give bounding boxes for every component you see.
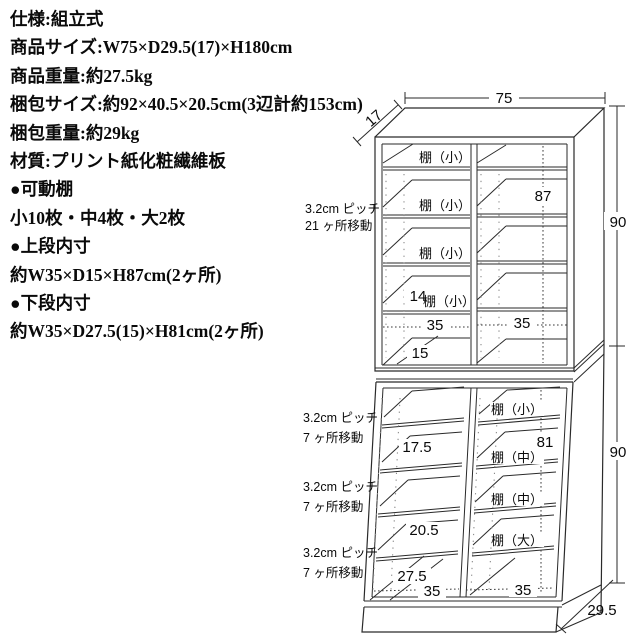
spec-line: 約W35×D15×H87cm(2ヶ所) [10, 264, 222, 285]
label-bg [489, 89, 519, 106]
lower-depth-27-5-label: 27.5 [397, 568, 426, 585]
spec-line: ●可動棚 [10, 179, 74, 200]
dim-lower-height-label: 90 [610, 444, 627, 461]
lower-shelf-large-label: 棚（大） [491, 533, 543, 548]
lower-depth-17-5-label: 17.5 [402, 439, 431, 456]
lower-cabinet-outline [361, 378, 603, 633]
pitch-note-line: 3.2cm ピッチ [303, 480, 378, 494]
lower-depth-20-5-label: 20.5 [409, 522, 438, 539]
upper-inner-depth-15-label: 15 [412, 345, 429, 362]
label-bg [604, 442, 631, 460]
pitch-note-line: 7 ヶ所移動 [303, 566, 363, 580]
upper-shelf-depth-14-label: 14 [410, 288, 427, 305]
spec-line: 商品サイズ:W75×D29.5(17)×H180cm [10, 37, 293, 58]
label-bg [399, 439, 435, 455]
label-bg [421, 317, 449, 333]
dim-top-depth-label: 17 [362, 107, 386, 131]
pitch-note-line: 3.2cm ピッチ [303, 411, 378, 425]
spec-line: ●下段内寸 [10, 292, 91, 313]
spec-line: 材質:プリント紙化粧繊維板 [10, 150, 226, 171]
lower-shelf-small-label: 棚（小） [491, 402, 543, 417]
upper-shelf-small-label-1: 棚（小） [419, 150, 471, 165]
spec-line: 仕様:組立式 [10, 9, 104, 29]
upper-shelf-small-label-3: 棚（小） [419, 246, 471, 261]
dim-upper-height-label: 90 [610, 214, 627, 231]
pitch-note-lower-3: 3.2cm ピッチ 7 ヶ所移動 [303, 546, 378, 580]
label-bg [490, 492, 544, 506]
label-bg [490, 402, 544, 416]
pitch-note-line: 7 ヶ所移動 [303, 431, 363, 445]
lower-inner-height-81-label: 81 [537, 434, 554, 451]
dim-base-depth-label: 29.5 [587, 602, 616, 619]
label-bg [509, 582, 537, 597]
label-bg [418, 583, 446, 598]
label-bg [604, 212, 631, 230]
pitch-note-line: 7 ヶ所移動 [303, 500, 363, 514]
label-bg [490, 450, 544, 464]
label-bg [404, 288, 430, 303]
dim-width-label: 75 [496, 90, 513, 107]
lower-inner-width-left-label: 35 [424, 583, 441, 600]
pitch-note-line: 3.2cm ピッチ [303, 546, 378, 560]
spec-text-block: 仕様:組立式 商品サイズ:W75×D29.5(17)×H180cm 商品重量:約… [10, 5, 363, 346]
upper-inner-height-87-label: 87 [535, 188, 552, 205]
lower-inner-width-right-label: 35 [515, 582, 532, 599]
spec-line: 商品重量:約27.5kg [10, 65, 153, 86]
diagram-labels: 75 17 90 90 29.5 棚（小） 棚（小） 棚（小） 14 棚（小） … [362, 89, 631, 619]
pitch-note-upper: 3.2cm ピッチ 21 ヶ所移動 [305, 202, 380, 233]
pitch-note-lower-1: 3.2cm ピッチ 7 ヶ所移動 [303, 411, 378, 445]
label-bg [393, 568, 431, 584]
lower-shelf-medium-label-1: 棚（中） [491, 450, 543, 465]
dimension-lines [352, 92, 625, 634]
upper-cabinet-shelves [382, 143, 567, 366]
pitch-note-line: 21 ヶ所移動 [305, 219, 372, 233]
upper-inner-width-left-label: 35 [427, 317, 444, 334]
label-bg [490, 533, 544, 547]
upper-inner-width-right-label: 35 [514, 315, 531, 332]
lower-shelf-medium-label-2: 棚（中） [491, 492, 543, 507]
spec-line: ●上段内寸 [10, 236, 91, 257]
upper-shelf-small-label-4: 棚（小） [423, 294, 475, 309]
pitch-note-lower-2: 3.2cm ピッチ 7 ヶ所移動 [303, 480, 378, 514]
spec-line: 梱包重量:約29kg [10, 122, 140, 143]
spec-line: 約W35×D27.5(15)×H81cm(2ヶ所) [10, 321, 264, 342]
label-bg [407, 345, 433, 361]
label-bg [529, 187, 557, 204]
label-bg [532, 433, 558, 449]
pitch-notes: 3.2cm ピッチ 21 ヶ所移動 3.2cm ピッチ 7 ヶ所移動 3.2cm… [303, 202, 380, 580]
spec-line: 梱包サイズ:約92×40.5×20.5cm(3辺計約153cm) [10, 94, 363, 115]
spec-line: 小10枚・中4枚・大2枚 [10, 207, 185, 228]
label-bg [508, 315, 536, 331]
upper-shelf-small-label-2: 棚（小） [419, 198, 471, 213]
upper-cabinet-outline [374, 107, 606, 613]
pitch-note-line: 3.2cm ピッチ [305, 202, 380, 216]
label-bg [406, 522, 444, 538]
